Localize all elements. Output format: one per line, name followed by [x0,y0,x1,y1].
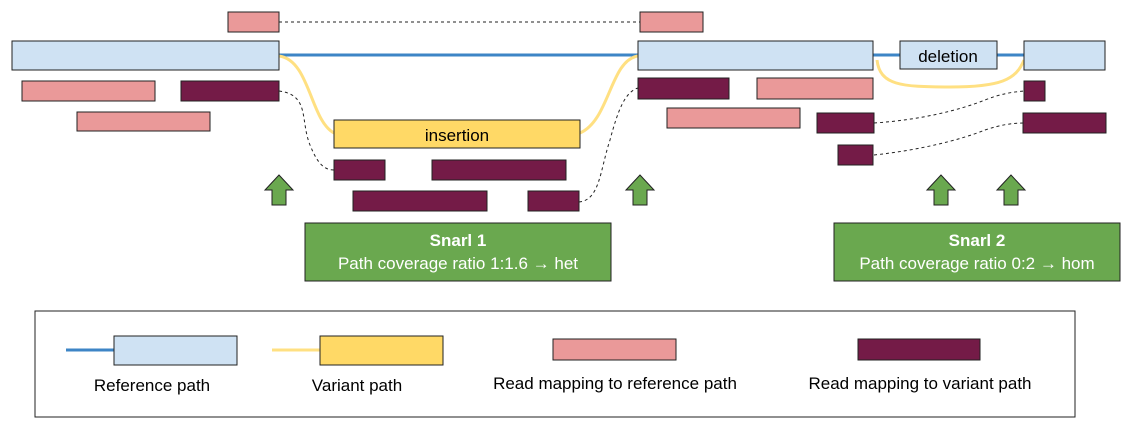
read-variant [816,112,875,134]
legend-variant-swatch [319,335,444,366]
variant-curve-deletion [875,59,1026,89]
variant-curve-right [579,54,639,135]
variant-path-curves [278,54,1026,135]
snarl-1-title: Snarl 1 [430,231,487,250]
read-variant [431,159,567,181]
up-arrow-icon [995,174,1027,206]
snarl-1-ratio: Path coverage ratio 1:1.6 → het [338,254,578,273]
legend-read-reference-label: Read mapping to reference path [493,374,737,393]
snarl-2-title: Snarl 2 [949,231,1006,250]
read-variant [527,190,580,212]
read-variant [333,159,386,181]
up-arrow-icon [624,174,656,206]
read-variant [180,80,280,102]
legend-read-variant-label: Read mapping to variant path [808,374,1031,393]
deletion-label: deletion [918,47,978,66]
read-variant [837,144,874,166]
variant-reads [180,77,1107,212]
snarl-1-box [304,222,612,282]
read-variant [1022,112,1107,134]
read-variant [1023,80,1046,102]
reference-reads [21,11,874,132]
read-reference [76,111,211,132]
legend-reference-label: Reference path [94,376,210,395]
read-reference [756,77,874,100]
read-reference [21,80,156,102]
snarl-2-box [833,222,1121,282]
dashed-connector-right [578,87,639,203]
dashed-connector-snarl2-b [873,122,1025,156]
read-reference [639,11,704,33]
up-arrow-icon [263,174,295,206]
snarl-arrows [263,174,1027,206]
variant-curve-left [278,54,335,135]
reference-node-3 [1023,40,1106,71]
legend-reference-swatch [113,335,238,366]
insertion-label: insertion [425,126,489,145]
dashed-connector-snarl2-a [873,90,1025,124]
deletion-node [899,40,998,70]
up-arrow-icon [925,174,957,206]
read-connectors [278,21,1025,203]
dashed-connector-left [278,90,335,171]
insertion-node [333,119,581,149]
reference-node-1 [11,40,280,71]
legend-read-reference-swatch [552,338,677,361]
read-reference [666,107,801,129]
legend-variant-label: Variant path [312,376,402,395]
legend: Reference path Variant path Read mapping… [34,310,1076,418]
read-variant [637,77,730,100]
legend-read-variant-swatch [857,338,981,361]
reference-node-2 [637,40,874,71]
reference-nodes [11,40,1106,71]
read-variant [352,190,488,212]
read-reference [227,11,280,33]
snarl-2-ratio: Path coverage ratio 0:2 → hom [859,254,1094,273]
